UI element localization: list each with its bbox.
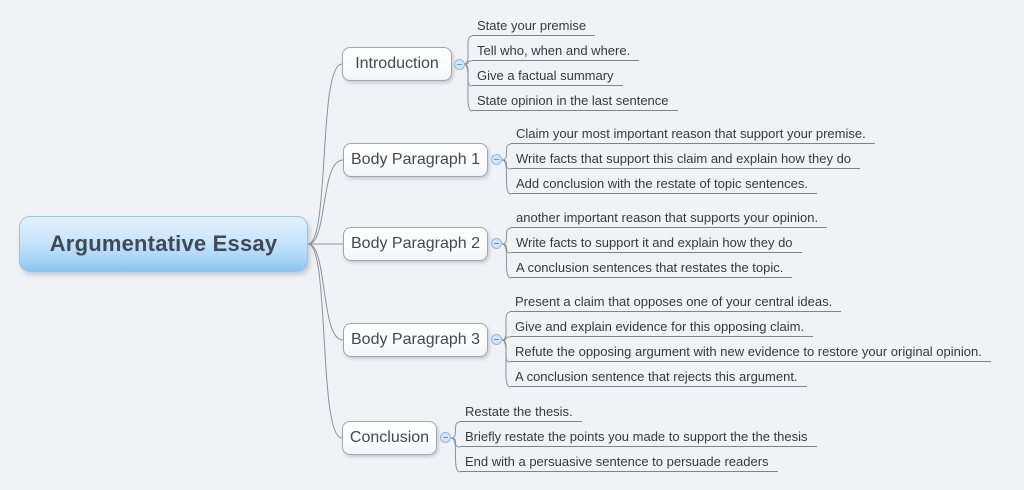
connector-leaf [501,159,512,195]
connector-leaf [450,421,461,439]
leaf-topic[interactable]: Tell who, when and where. [472,43,640,61]
connector-leaf [501,336,511,341]
leaf-topic[interactable]: A conclusion sentences that restates the… [511,260,793,278]
connector-root-body1 [307,159,344,245]
minus-icon [494,159,499,160]
branch-topic-conclusion[interactable]: Conclusion [342,421,437,455]
collapse-icon[interactable] [491,154,502,165]
connector-leaf [463,35,473,65]
connector-leaf [501,311,511,341]
leaf-topic[interactable]: State your premise [472,18,596,36]
connector-leaf [450,437,461,448]
connector-leaf [501,339,511,388]
connector-leaf [501,159,512,170]
connector-leaf [463,63,473,87]
connector-leaf [450,437,461,473]
leaf-topic[interactable]: Present a claim that opposes one of your… [510,294,842,312]
leaf-topic[interactable]: End with a persuasive sentence to persua… [460,454,778,472]
leaf-topic[interactable]: Refute the opposing argument with new ev… [510,344,991,362]
branch-topic-label: Conclusion [349,429,430,446]
connector-root-introduction [307,63,343,245]
branch-topic-label: Body Paragraph 2 [351,235,480,252]
branch-topic-body-paragraph-3[interactable]: Body Paragraph 3 [343,323,488,357]
collapse-icon[interactable] [491,238,502,249]
leaf-topic[interactable]: State opinion in the last sentence [472,93,678,111]
branch-topic-label: Introduction [355,55,439,72]
connector-leaf [501,143,512,161]
branch-topic-introduction[interactable]: Introduction [342,47,452,81]
connector-leaf [501,243,512,279]
leaf-topic[interactable]: Claim your most important reason that su… [511,126,875,144]
root-topic-label: Argumentative Essay [49,231,278,256]
branch-topic-body-paragraph-1[interactable]: Body Paragraph 1 [343,143,488,177]
leaf-topic[interactable]: A conclusion sentence that rejects this … [510,369,807,387]
collapse-icon[interactable] [491,334,502,345]
minus-icon [494,339,499,340]
root-topic[interactable]: Argumentative Essay [19,216,308,272]
connector-leaf [463,60,473,65]
connector-leaf [463,63,473,112]
leaf-topic[interactable]: Give a factual summary [472,68,623,86]
connector-leaf [501,227,512,245]
connector-leaf [501,243,512,254]
leaf-topic[interactable]: Restate the thesis. [460,404,582,422]
connector-root-conclusion [307,243,343,439]
leaf-topic[interactable]: Briefly restate the points you made to s… [460,429,817,447]
leaf-topic[interactable]: another important reason that supports y… [511,210,828,228]
connector-leaf [501,339,511,363]
collapse-icon[interactable] [440,432,451,443]
branch-topic-label: Body Paragraph 1 [351,151,480,168]
leaf-topic[interactable]: Add conclusion with the restate of topic… [511,176,817,194]
collapse-icon[interactable] [454,59,465,70]
leaf-topic[interactable]: Write facts to support it and explain ho… [511,235,802,253]
branch-topic-label: Body Paragraph 3 [351,331,480,348]
leaf-topic[interactable]: Give and explain evidence for this oppos… [510,319,814,337]
minus-icon [443,437,448,438]
minus-icon [494,243,499,244]
branch-topic-body-paragraph-2[interactable]: Body Paragraph 2 [343,227,488,261]
minus-icon [457,64,462,65]
connector-root-body3 [307,243,344,341]
leaf-topic[interactable]: Write facts that support this claim and … [511,151,861,169]
